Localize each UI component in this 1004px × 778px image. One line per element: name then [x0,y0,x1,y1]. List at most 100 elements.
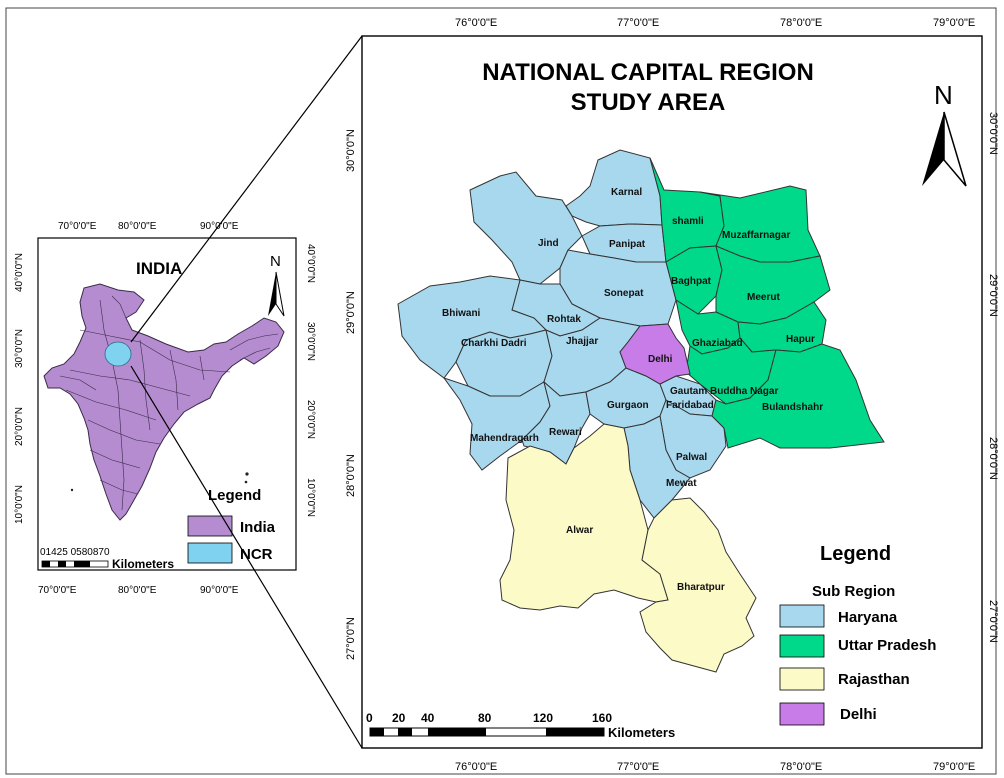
main-lat-tick-left: 29°0'0"N [345,291,357,334]
label-gautam-buddha-nagar: Gautam Buddha Nagar [670,386,778,397]
label-ghaziabad: Ghaziabad [692,338,743,349]
connector-line [130,35,363,343]
main-lat-tick-right: 27°0'0"N [987,600,999,643]
district-labels: Karnal Jind Panipat Sonepat Rohtak Bhiwa… [442,187,823,593]
legend-swatch-delhi [779,702,825,726]
main-lat-tick-right: 30°0'0"N [987,112,999,155]
scale-unit: Kilometers [608,725,675,740]
scale-tick-80: 80 [478,711,492,725]
inset-lat-tick-left: 30°0'0"N [14,329,25,368]
connector-line [130,365,363,749]
ncr-highlight [104,341,132,367]
region-rajasthan [499,423,757,673]
label-bhiwani: Bhiwani [442,308,481,319]
india-shape [43,283,285,521]
label-shamli: shamli [672,216,704,227]
main-lon-tick-top: 77°0'0"E [617,17,659,29]
region-up [649,157,885,449]
label-mewat: Mewat [666,478,697,489]
label-hapur: Hapur [786,334,815,345]
main-lon-tick-top: 78°0'0"E [780,17,822,29]
district-bulandshahr [711,343,885,449]
main-north-label: N [934,80,953,110]
region-haryana [397,149,727,519]
label-faridabad: Faridabad [666,400,714,411]
main-legend: Legend Sub Region Haryana Uttar Pradesh … [779,543,936,726]
label-jhajjar: Jhajjar [566,336,598,347]
inset-lat-tick-right: 30°0'0"N [305,322,316,361]
inset-lon-tick-bottom: 90°0'0"E [200,585,239,596]
label-palwal: Palwal [676,452,707,463]
main-lat-tick-left: 28°0'0"N [345,454,357,497]
main-map: 76°0'0"E 77°0'0"E 78°0'0"E 79°0'0"E 76°0… [345,17,999,773]
inset-legend-label-india: India [240,519,276,536]
label-muzaffarnagar: Muzaffarnagar [722,230,790,241]
island-dot [244,480,248,484]
inset-title: INDIA [136,259,182,278]
main-lat-tick-left: 30°0'0"N [345,129,357,172]
label-karnal: Karnal [611,187,642,198]
inset-lat-tick-left: 40°0'0"N [14,253,25,292]
island-dot [245,472,249,476]
label-mahendragarh: Mahendragarh [470,433,539,444]
main-title-line1: NATIONAL CAPITAL REGION [482,59,814,86]
scale-seg [398,728,412,736]
main-lon-tick-bottom: 77°0'0"E [617,761,659,773]
label-panipat: Panipat [609,239,646,250]
legend-swatch-uttar-pradesh [779,634,825,658]
label-jind: Jind [538,238,559,249]
label-rewari: Rewari [549,427,582,438]
inset-scale-unit: Kilometers [112,557,174,571]
inset-lon-tick-top: 80°0'0"E [118,221,157,232]
inset-lon-tick-bottom: 70°0'0"E [38,585,77,596]
label-rohtak: Rohtak [547,314,581,325]
inset-scale-ticks: 01425 0580870 [40,547,110,558]
inset-lon-tick-top: 90°0'0"E [200,221,239,232]
legend-swatch-haryana [779,604,825,628]
label-delhi: Delhi [648,354,673,365]
legend-label-delhi: Delhi [840,706,877,723]
main-lat-tick-left: 27°0'0"N [345,617,357,660]
island-dot [70,488,74,492]
inset-legend-title: Legend [208,487,261,504]
scale-tick-20: 20 [392,711,406,725]
label-alwar: Alwar [566,525,593,536]
scale-tick-40: 40 [421,711,435,725]
label-gurgaon: Gurgaon [607,400,649,411]
label-bharatpur: Bharatpur [677,582,725,593]
main-lon-tick-bottom: 76°0'0"E [455,761,497,773]
inset-north-arrow-icon [268,271,285,317]
inset-lon-tick-bottom: 80°0'0"E [118,585,157,596]
label-meerut: Meerut [747,292,780,303]
main-title-line2: STUDY AREA [571,89,726,116]
scale-seg [428,728,486,736]
district-bharatpur [639,497,757,673]
main-lat-tick-right: 29°0'0"N [987,274,999,317]
main-lon-tick-bottom: 78°0'0"E [780,761,822,773]
label-baghpat: Baghpat [671,276,712,287]
scale-seg [370,728,384,736]
scale-tick-160: 160 [592,711,612,725]
inset-scale-bar [41,560,109,568]
page-border [5,7,997,775]
inset-lat-tick-left: 10°0'0"N [14,485,25,524]
inset-legend-swatch-ncr [187,542,233,564]
main-north-arrow-icon [922,111,967,187]
inset-map: 70°0'0"E 80°0'0"E 90°0'0"E 70°0'0"E 80°0… [14,221,316,596]
inset-lat-tick-left: 20°0'0"N [14,407,25,446]
legend-label-uttar-pradesh: Uttar Pradesh [838,637,936,654]
scale-seg [546,728,604,736]
inset-legend-swatch-india [187,515,233,537]
scale-tick-0: 0 [366,711,373,725]
inset-lat-tick-right: 10°0'0"N [305,478,316,517]
main-lon-tick-top: 79°0'0"E [933,17,975,29]
main-scale: 0 20 40 80 120 160 Kilometers [366,711,675,740]
legend-label-rajasthan: Rajasthan [838,671,910,688]
main-lat-tick-right: 28°0'0"N [987,437,999,480]
inset-lat-tick-right: 20°0'0"N [305,400,316,439]
india-internal-lines [59,295,279,511]
main-lon-tick-bottom: 79°0'0"E [933,761,975,773]
main-lon-tick-top: 76°0'0"E [455,17,497,29]
inset-lon-tick-top: 70°0'0"E [58,221,97,232]
legend-label-haryana: Haryana [838,609,898,626]
